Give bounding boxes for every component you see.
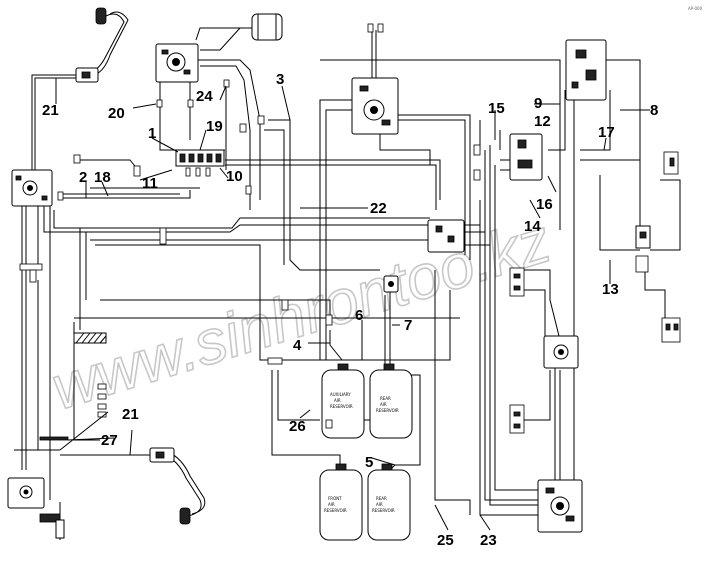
callout-10: 10 [226, 168, 243, 185]
brake-chamber-top-left [95, 7, 107, 25]
connector-stack [97, 383, 107, 418]
brake-valve-center [351, 77, 399, 135]
fitting-2 [133, 165, 141, 177]
valve-bottom-left [7, 477, 65, 539]
callout-15: 15 [488, 100, 505, 117]
fitting-11 [57, 191, 64, 201]
corner-code: AP-000 [688, 6, 703, 11]
tank-rear-bottom-label-3: RESERVOIR [372, 508, 395, 513]
fitting-15a [473, 144, 481, 156]
fitting-15b [473, 169, 481, 181]
leader-lines [55, 78, 650, 531]
callout-22: 22 [370, 200, 387, 217]
tank-front [319, 463, 363, 541]
tank-rear-bottom [367, 463, 411, 541]
brake-chamber-bottom-left [149, 447, 191, 525]
callout-21-top: 21 [42, 102, 59, 119]
fitting-10 [245, 185, 252, 195]
fitting-19a [187, 99, 194, 108]
callout-26: 26 [289, 418, 306, 435]
fitting-20 [156, 99, 163, 108]
callout-27: 27 [101, 432, 118, 449]
tank-rear-bottom-label-1: REAR [376, 496, 387, 501]
tank-front-label-1: FRONT [328, 496, 342, 501]
tank-front-label-3: RESERVOIR [324, 508, 347, 513]
brake-valve-right-top [565, 39, 607, 101]
callout-4: 4 [293, 337, 302, 354]
callout-1: 1 [148, 125, 156, 142]
tank-aux-label-3: RESERVOIR [330, 404, 353, 409]
tank-rear-top [369, 363, 413, 439]
tank-auxiliary [321, 363, 365, 439]
callout-11: 11 [142, 175, 158, 192]
callout-19: 19 [206, 118, 223, 135]
watermark-text: www.sinhrontoo.kz [44, 206, 558, 423]
callout-12: 12 [534, 113, 551, 130]
callout-18: 18 [94, 169, 111, 186]
callout-numbers: 1 2 3 4 5 6 7 8 9 10 11 12 13 14 15 16 1… [42, 71, 658, 549]
control-valve-left [11, 169, 53, 207]
hatched-block [73, 332, 107, 344]
relay-valve-right [543, 335, 579, 369]
fitting-top-a [367, 23, 374, 33]
fitting-top-b [377, 23, 384, 33]
callout-24: 24 [196, 88, 213, 105]
callout-7: 7 [404, 317, 412, 334]
manifold-center [427, 219, 465, 253]
tank-rear-top-label-3: RESERVOIR [376, 408, 399, 413]
callout-9: 9 [534, 95, 542, 112]
fitting-3 [257, 115, 265, 125]
callout-2: 2 [79, 169, 87, 186]
tank-rear-top-label-2: AIR [380, 402, 387, 407]
callout-8: 8 [650, 102, 658, 119]
small-cylinder-center-left [159, 227, 167, 245]
components [7, 7, 681, 541]
tank-front-label-2: AIR [328, 502, 335, 507]
tee-center [267, 357, 283, 365]
callout-17: 17 [598, 124, 615, 141]
tank-aux-label-1: AUXILIARY [330, 392, 351, 397]
callout-20: 20 [108, 105, 125, 122]
tee-left [19, 263, 43, 271]
callout-14: 14 [524, 218, 541, 235]
relay-valve-top-left [75, 67, 99, 83]
fitting-center-a [281, 299, 289, 311]
tank-labels: AUXILIARY AIR RESERVOIR REAR AIR RESERVO… [324, 392, 399, 513]
callout-6: 6 [355, 307, 363, 324]
callout-25: 25 [437, 532, 454, 549]
tank-rear-top-label-1: REAR [380, 396, 391, 401]
bracket-27 [39, 436, 69, 441]
fitting-24 [223, 79, 230, 88]
fitting-center-b [325, 314, 333, 326]
valve-13 [635, 225, 651, 273]
callout-23: 23 [480, 532, 497, 549]
callout-16: 16 [536, 196, 553, 213]
callout-13: 13 [602, 281, 619, 298]
callout-5: 5 [365, 454, 373, 471]
fitting-right-mid-a [509, 267, 525, 297]
fitting-right-mid-b [509, 404, 525, 434]
tank-aux-label-2: AIR [334, 398, 341, 403]
drain-left [29, 269, 37, 283]
fitting-18 [73, 154, 81, 164]
fitting-1 [239, 123, 247, 133]
distribution-block [175, 149, 225, 177]
top-left-hose [94, 11, 129, 76]
pressure-switch-center [383, 275, 399, 293]
valve-12 [509, 133, 543, 181]
callout-3: 3 [276, 71, 284, 88]
callout-21-bottom: 21 [122, 406, 139, 423]
tank-rear-bottom-label-2: AIR [376, 502, 383, 507]
brake-valve-upper-left [155, 43, 199, 83]
valve-bottom-right [537, 479, 583, 533]
air-cylinder-top [251, 13, 283, 41]
